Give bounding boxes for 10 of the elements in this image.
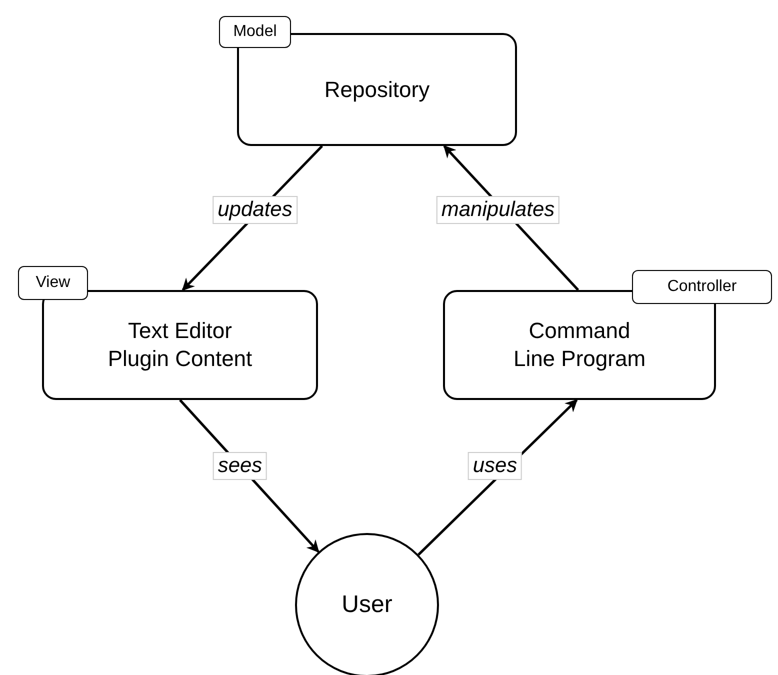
edge-label: sees: [212, 452, 268, 480]
edge-label: manipulates: [436, 196, 560, 224]
process-box: Command Line Program: [443, 290, 716, 400]
tag-label: View: [18, 266, 88, 300]
tag-label: Controller: [632, 270, 772, 304]
process-box: Text Editor Plugin Content: [42, 290, 318, 400]
actor-circle: User: [295, 533, 439, 675]
edge-label: uses: [468, 452, 522, 480]
edge-label: updates: [212, 196, 298, 224]
tag-label: Model: [219, 16, 291, 48]
